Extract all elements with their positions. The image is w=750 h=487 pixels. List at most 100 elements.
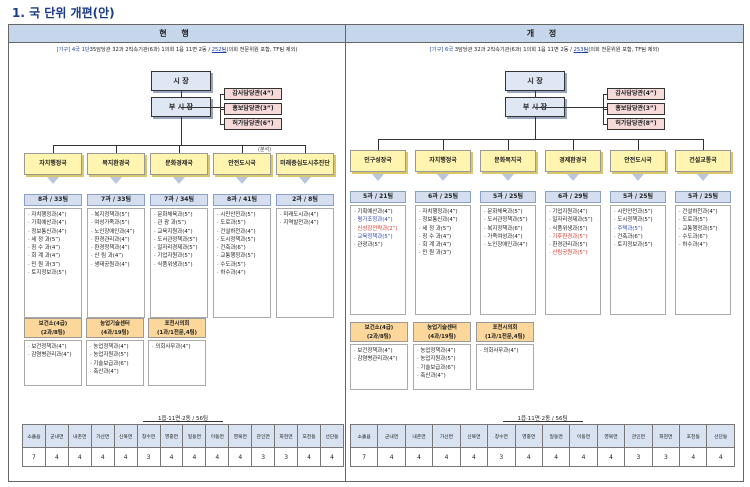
division-item: · 건설하천과(4”) — [679, 209, 718, 215]
division-item: · 하수과(4”) — [217, 270, 246, 277]
dong-name-cell: 소흘읍 — [349, 424, 379, 448]
connector-line — [53, 145, 54, 153]
dong-name-cell: 영중면 — [514, 424, 543, 448]
agency-division-list: · 보건정책과(4”) · 감염병관리과(4”) — [24, 340, 82, 386]
division-item: · 세 정 과(5”) — [28, 236, 61, 243]
connector-line — [220, 94, 224, 95]
current-header: 현 행 — [9, 25, 345, 43]
down-arrow-icon — [567, 174, 579, 181]
bureau-count: 5과 / 25팀 — [610, 191, 666, 203]
division-item: · 징 수 과(4”) — [419, 233, 452, 240]
connector-line — [535, 117, 536, 139]
connector-line — [603, 109, 607, 110]
staff-officer-box: 홍보담당관(3”) — [224, 103, 282, 115]
dong-name-cell: 선단동 — [706, 424, 735, 448]
dong-team-count: 4 — [596, 447, 626, 467]
revised-summary: [기구] 6국 3담당관 32과 2직속기관(6과) 1의회 1읍 11면 2동… — [429, 47, 660, 53]
agency-sub: (1과/1전문,4팀) — [484, 333, 526, 340]
dong-total: 1읍·11면·2동 / 56팀 — [517, 416, 568, 422]
division-item: · 도로과(5”) — [679, 217, 708, 224]
dong-name-cell: 신북면 — [459, 424, 489, 448]
bureau-box: 문화경제국 — [150, 153, 208, 175]
dong-team-count: 3 — [136, 447, 161, 467]
division-item: · 도서관정책과(5”) — [484, 217, 528, 224]
dong-name-cell: 화현면 — [274, 424, 299, 448]
down-arrow-icon — [47, 177, 59, 184]
division-item: · 자치행정과(4”) — [28, 212, 67, 218]
division-item: · 생태공원과(4”) — [91, 261, 130, 268]
dong-team-count: 3 — [651, 447, 681, 467]
division-item: · 평가조정과(4”) — [354, 217, 393, 224]
division-list: · 복지정책과(5”)· 여성가족과(5”)· 노인장애인과(4”)· 환경관리… — [87, 208, 145, 318]
bureau-count: 7과 / 34팀 — [150, 194, 208, 206]
dong-name-cell: 포천동 — [297, 424, 321, 448]
connector-line — [703, 139, 704, 150]
dong-team-count: 4 — [159, 447, 184, 467]
dong-name-cell: 일동면 — [541, 424, 571, 448]
bureau-box: 복지환경국 — [87, 153, 145, 175]
division-item: · 교통행정과(5”) — [217, 253, 256, 260]
dong-name-cell: 영북면 — [228, 424, 253, 448]
bureau-box: 인구성장국 — [350, 150, 406, 172]
agency-name: 농업기술센터 — [427, 325, 457, 331]
connector-line — [378, 139, 379, 150]
division-item: · 도시정책과(5”) — [217, 236, 256, 243]
division-item: · 일자리경제과(5”) — [154, 245, 198, 252]
division-item: · 복지정책과(6”) — [484, 225, 523, 232]
division-item: · 기획예산과(4”) — [28, 220, 67, 227]
page-title: 1. 국 단위 개편(안) — [12, 6, 115, 20]
dong-team-count: 4 — [459, 447, 489, 467]
dong-team-count: 4 — [297, 447, 321, 467]
division-item: · 축산과(4”) — [90, 368, 119, 375]
division-list: · 기업지원과(4”)· 일자리경제과(5”)· 식품위생과(5”)· 기후환경… — [545, 205, 601, 315]
comparison-frame — [8, 24, 744, 482]
division-item: · 농업지원과(5”) — [90, 352, 129, 359]
connector-line — [181, 91, 182, 97]
dong-total: 1읍·11면·2동 / 56팀 — [157, 416, 209, 422]
division-item: · 감염병관리과(4”) — [28, 352, 72, 359]
division-item: · 교육지원과(4”) — [154, 228, 193, 235]
division-item: · 보건정책과(4”) — [354, 348, 393, 354]
agency-sub: (2과/8팀) — [366, 333, 392, 340]
dong-name-cell: 신북면 — [113, 424, 138, 448]
down-arrow-icon — [632, 174, 644, 181]
connector-line — [443, 139, 444, 150]
dong-team-count: 4 — [182, 447, 207, 467]
division-item: · 환경정책과(4”) — [91, 245, 130, 252]
dong-name-cell: 관인면 — [251, 424, 276, 448]
connector-line — [305, 145, 306, 153]
dong-team-count: 4 — [377, 447, 406, 467]
division-item: · 토지정보과(5”) — [614, 242, 653, 249]
bureau-count: 6과 / 29팀 — [545, 191, 601, 203]
bureau-box: 문화복지국 — [480, 150, 536, 172]
bureau-count: 6과 / 25팀 — [415, 191, 471, 203]
agency-name: 보건소(4급) — [364, 325, 394, 331]
dong-team-count: 3 — [487, 447, 516, 467]
dong-name-cell: 내촌면 — [67, 424, 92, 448]
division-item: · 도로과(5”) — [217, 220, 246, 227]
dong-name-cell: 소흘읍 — [22, 424, 46, 448]
connector-line — [242, 145, 243, 153]
down-arrow-icon — [299, 177, 311, 184]
agency-name: 포천시의회 — [492, 325, 518, 331]
division-list: · 자치행정과(4”)· 기획예산과(4”)· 정보통신과(4”)· 세 정 과… — [24, 208, 82, 318]
dong-team-count: 4 — [706, 447, 735, 467]
division-list: · 미래도시과(4”)· 지역발전과(4”) — [276, 208, 334, 318]
connector-line — [181, 107, 224, 108]
agency-box: 보건소(4급) (2과/8팀) — [350, 322, 408, 342]
division-item: · 기후환경과(5”) — [549, 233, 588, 240]
division-item: · 산림공원과(5”) — [549, 250, 588, 257]
dong-name-cell: 창수면 — [487, 424, 516, 448]
division-item: · 도서관정책과(5”) — [154, 236, 198, 243]
division-item: · 시민안전과(5”) — [614, 209, 653, 215]
connector-line — [535, 91, 536, 97]
division-item: · 식품위생과(5”) — [154, 261, 193, 268]
division-item: · 보건정책과(4”) — [28, 344, 67, 350]
agency-name: 보건소(4급) — [38, 321, 68, 327]
division-item: · 여성가족과(5”) — [91, 220, 130, 227]
division-item: · 교통행정과(5”) — [679, 225, 718, 232]
agency-division-list: · 의회사무과(4”) — [148, 340, 206, 386]
division-item: · 농업정책과(4”) — [90, 344, 129, 350]
dong-name-cell: 영중면 — [159, 424, 184, 448]
